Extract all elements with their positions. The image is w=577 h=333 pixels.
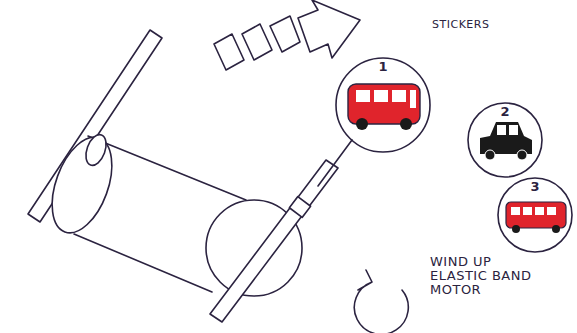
tram-wheel [552, 225, 560, 233]
direction-arrow [214, 0, 360, 70]
car-window [497, 125, 506, 135]
tram-window [523, 207, 532, 215]
wind-up-arrow [354, 270, 408, 333]
sketch-note: STICKERS [432, 18, 522, 32]
sticker-circle: 2 [467, 102, 543, 178]
tram-window [535, 207, 544, 215]
bus-body [348, 84, 420, 124]
callout-number: 2 [467, 105, 543, 119]
bus-sticker [348, 84, 420, 130]
circle-border [498, 178, 572, 252]
car-window [509, 125, 518, 135]
car-body [480, 122, 532, 154]
cylinder-left-end [40, 129, 123, 241]
sketch-note: WIND UP ELASTIC BAND MOTOR [430, 255, 538, 297]
stick-collar [289, 197, 310, 218]
circle-border [468, 103, 542, 177]
sticker-circle: 3 [497, 177, 573, 253]
car-wheel [517, 150, 527, 160]
car-wheel [485, 150, 495, 160]
sticker-circle: 1 [335, 57, 431, 153]
left-collar [82, 132, 110, 168]
bus-window [374, 90, 388, 102]
leader-line [318, 140, 352, 186]
tram-wheel [512, 225, 520, 233]
circle-border [336, 58, 430, 152]
tram-sticker [506, 202, 566, 233]
bus-wheel [356, 118, 368, 130]
car-sticker [480, 122, 532, 160]
bus-window [356, 90, 370, 102]
callout-number: 1 [335, 60, 431, 74]
tram-body [506, 202, 566, 228]
callout-number: 3 [497, 180, 573, 194]
tram-window [511, 207, 520, 215]
bus-window [392, 90, 406, 102]
tram-window [547, 207, 556, 215]
bus-window [410, 90, 416, 108]
bus-wheel [400, 118, 412, 130]
